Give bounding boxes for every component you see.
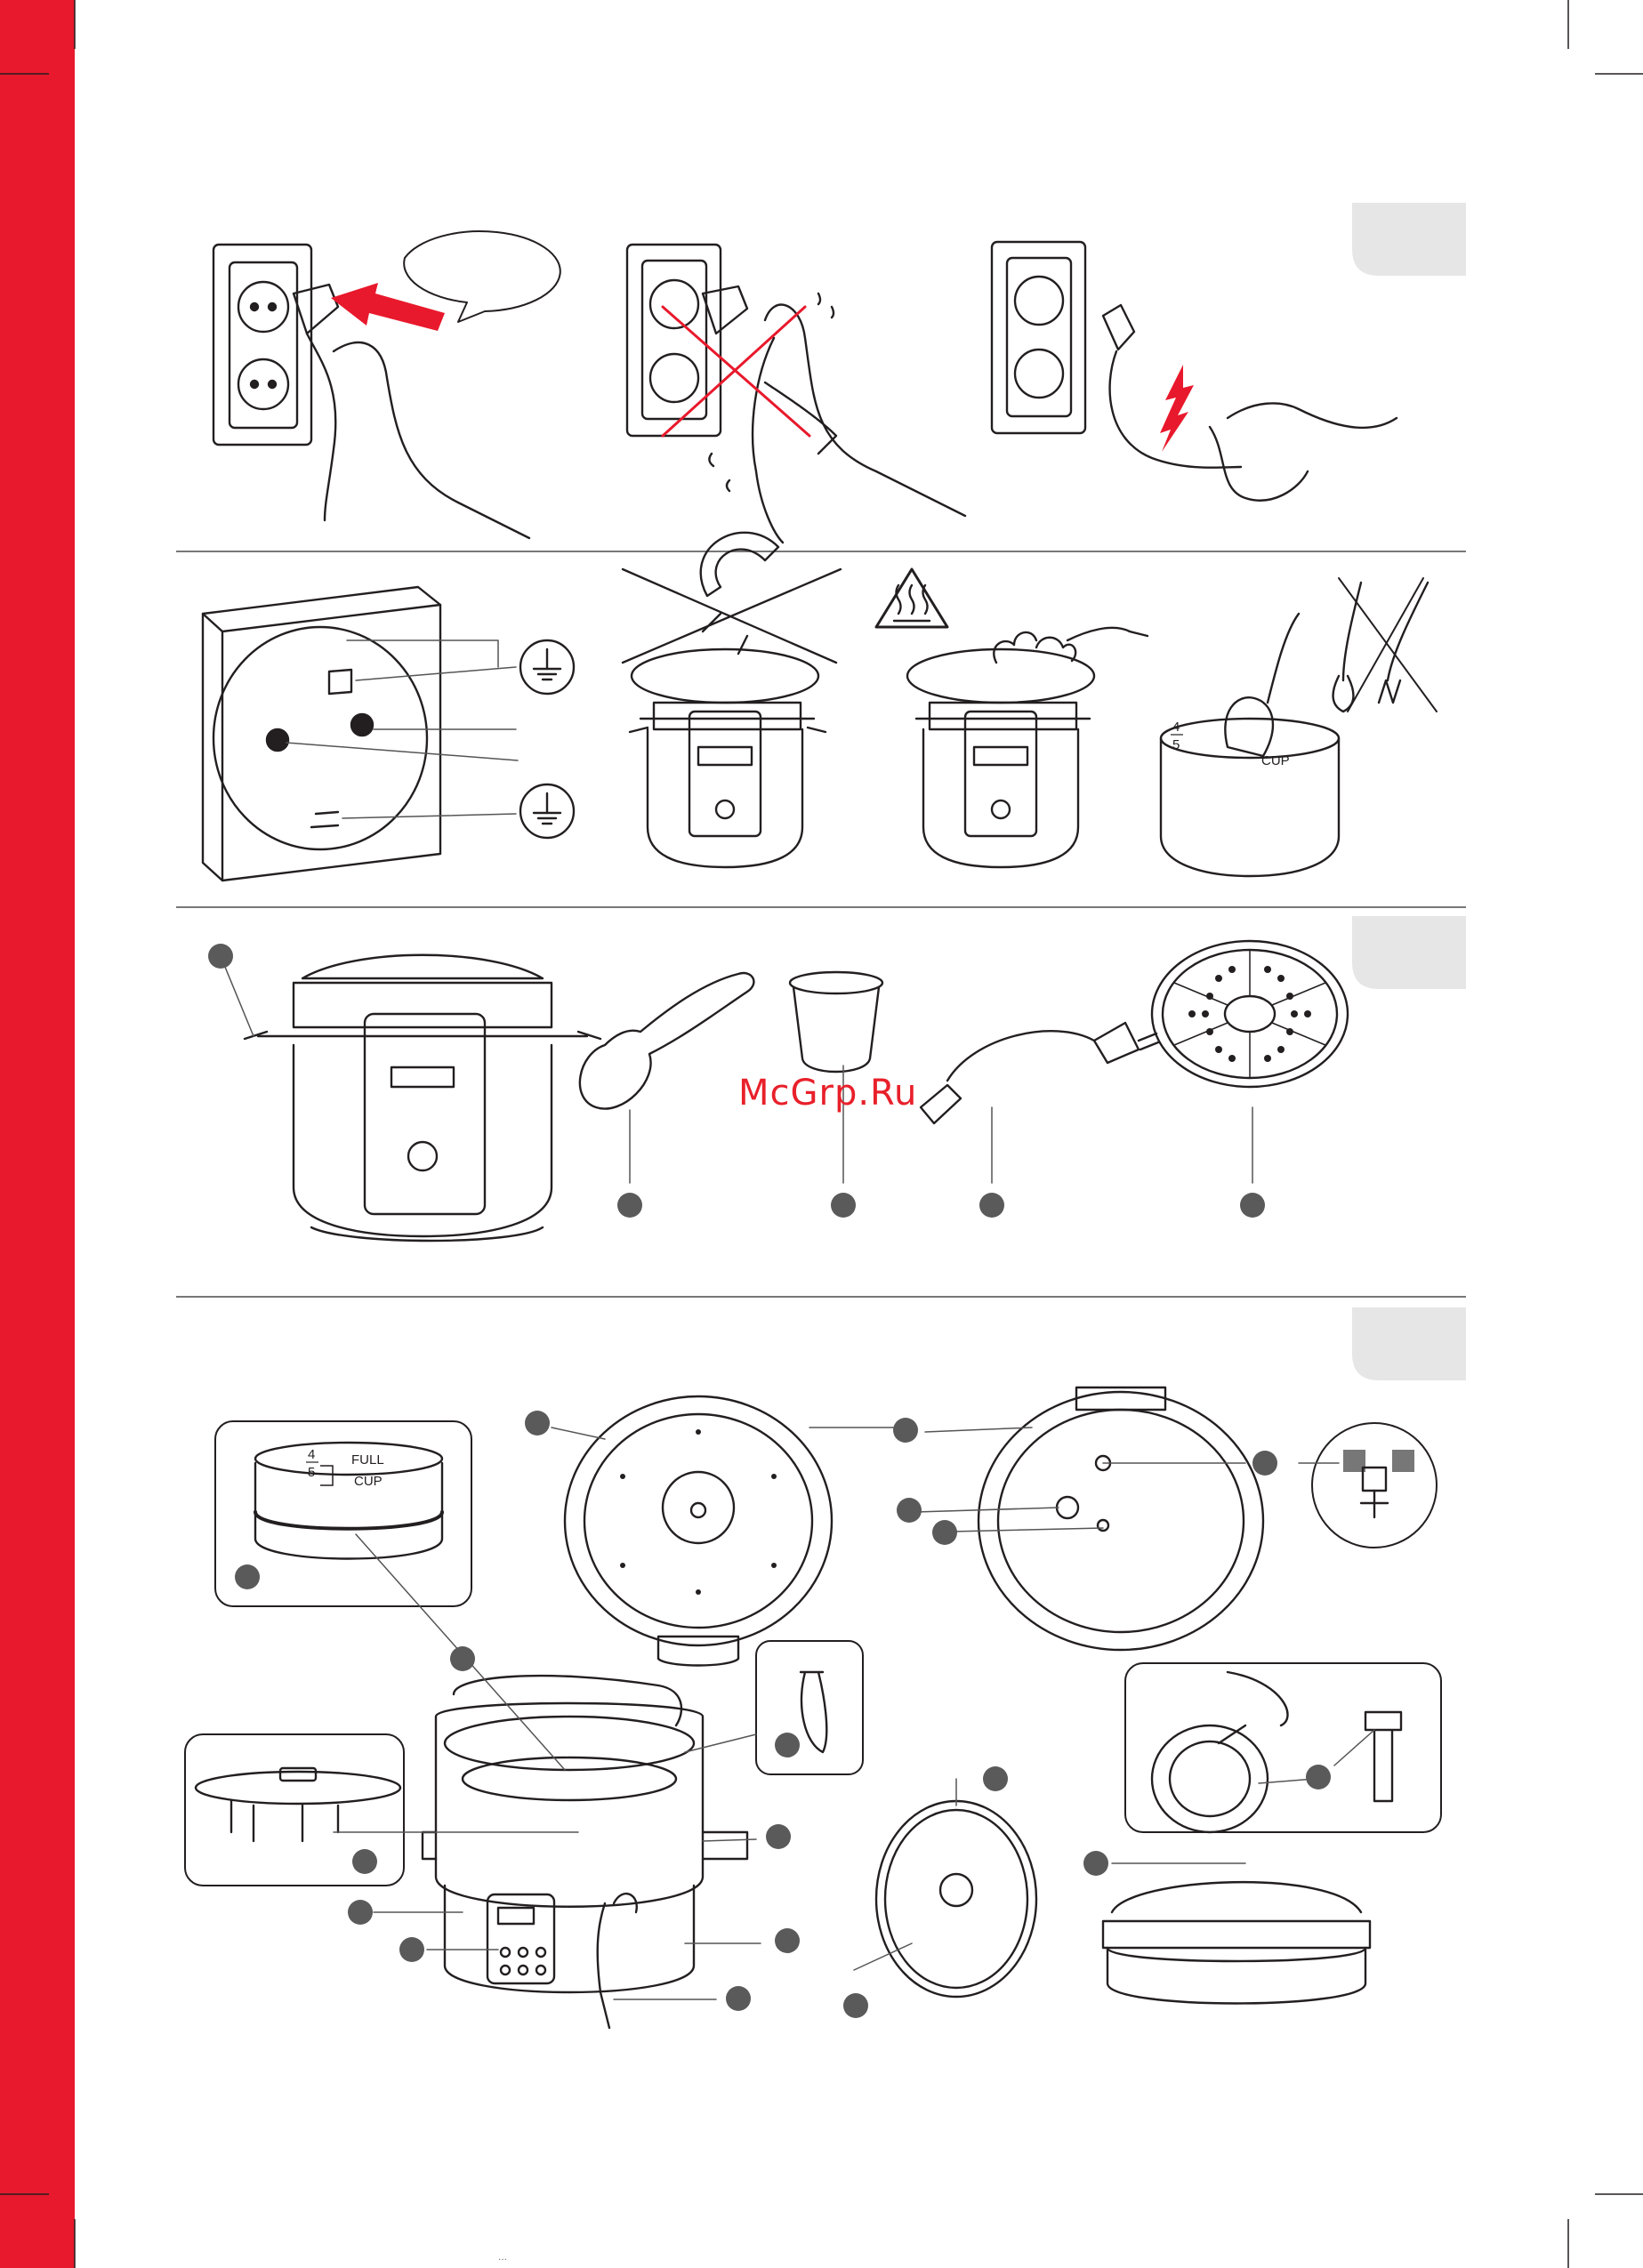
- illustration-damaged-cord: [992, 242, 1397, 501]
- spark-icon: [1160, 365, 1194, 452]
- inset-condensation-cup: [756, 1641, 863, 1774]
- callout-dot: [352, 1849, 377, 1874]
- prohibited-cross-1: [663, 307, 809, 436]
- illustration-lid-bottom: [979, 1387, 1263, 1650]
- callout-dot: [1240, 1193, 1265, 1218]
- watermark: McGrp.Ru: [738, 1073, 917, 1114]
- illustration-cooker-body: [245, 955, 600, 1241]
- illustration-lid-top: [565, 1396, 832, 1666]
- illustration-wet-hands-prohibited: [627, 245, 965, 543]
- callout-dot: [208, 944, 233, 969]
- callout-dot: [843, 1993, 868, 2018]
- callout-dot: [932, 1520, 957, 1545]
- illustration-use-plastic-spoon: [1161, 583, 1428, 876]
- callout-dot: [775, 1733, 800, 1757]
- callout-dot: [775, 1928, 800, 1953]
- cup-label: CUP: [1261, 753, 1290, 768]
- illustration-small-lid: [876, 1801, 1036, 1997]
- callout-dot: [983, 1766, 1008, 1791]
- illustration-spoon: [580, 973, 754, 1109]
- illustration-steam-cover: [1103, 1882, 1370, 2003]
- fraction-top-label: 4: [1172, 720, 1180, 735]
- callout-dot: [525, 1411, 550, 1436]
- illustration-grounded-socket: [203, 587, 574, 881]
- section-tab-1: [1352, 203, 1466, 276]
- inset-sealing-ring: [1125, 1663, 1441, 1832]
- fraction-top-label: 4: [308, 1447, 315, 1462]
- red-spine: [0, 0, 75, 2268]
- illustration-hot-steam-warning: [876, 569, 1148, 867]
- illustration-no-magnet: [630, 533, 826, 867]
- illustration-steam-rack: [1152, 941, 1348, 1087]
- callout-dot: [897, 1498, 922, 1523]
- callout-dot: [1252, 1451, 1277, 1476]
- footer-text: ...: [498, 2250, 507, 2263]
- illustration-cooker-open: [423, 1676, 747, 2028]
- callout-dot: [726, 1986, 751, 2011]
- callout-dot: [399, 1937, 424, 1962]
- fraction-bottom-label: 5: [1172, 737, 1180, 752]
- section-tab-2: [1352, 916, 1466, 989]
- callout-dot: [766, 1824, 791, 1849]
- full-label: FULL: [351, 1452, 384, 1468]
- callout-dot: [893, 1418, 918, 1443]
- section-tab-3: [1352, 1307, 1466, 1380]
- callout-dot: [979, 1193, 1004, 1218]
- fraction-bottom-label: 5: [308, 1465, 315, 1480]
- callout-dot: [1083, 1851, 1108, 1876]
- callout-dot: [348, 1900, 373, 1925]
- section-dividers: [176, 551, 1466, 1297]
- illustration-power-cord: [921, 1023, 1158, 1123]
- callout-dot: [235, 1564, 260, 1589]
- callout-dot: [617, 1193, 642, 1218]
- inset-float-valve: [1312, 1423, 1437, 1548]
- illustration-plug-in-correctly: [213, 231, 560, 538]
- callout-dot: [831, 1193, 856, 1218]
- insert-arrow: [331, 283, 445, 331]
- callout-dot: [1306, 1765, 1331, 1789]
- cup-label: CUP: [354, 1474, 383, 1489]
- illustration-measuring-cup: [790, 972, 882, 1072]
- callout-dot: [450, 1646, 475, 1671]
